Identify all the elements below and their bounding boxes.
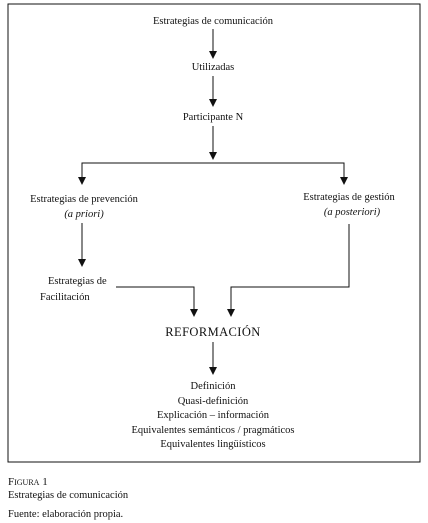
arrow-management-to-reformulation <box>227 224 350 317</box>
node-reformulation: REFORMACIÓN <box>165 325 260 339</box>
node-facilitation-line1: Estrategias de <box>48 276 107 287</box>
diagram-frame <box>7 3 421 463</box>
branch-split-line <box>81 162 345 174</box>
node-facilitation-line2: Facilitación <box>40 292 90 303</box>
outcome-item: Definición <box>191 381 237 392</box>
outcome-item: Quasi-definición <box>178 396 249 407</box>
outcome-item: Explicación – información <box>157 410 270 421</box>
figure-label: Figura 1 <box>8 476 48 488</box>
outcome-item: Equivalentes lingüísticos <box>160 439 265 450</box>
node-prevention-strategies: Estrategias de prevención <box>30 194 139 205</box>
node-prevention-note: (a priori) <box>64 209 104 220</box>
arrow-facilitation-to-reformulation <box>116 286 198 317</box>
node-used: Utilizadas <box>192 62 235 73</box>
figure-title: Estrategias de comunicación <box>8 490 129 501</box>
node-management-strategies: Estrategias de gestión <box>303 192 395 203</box>
node-participant: Participante N <box>183 112 244 123</box>
outcomes-list: Definición Quasi-definición Explicación … <box>132 381 295 450</box>
node-management-note: (a posteriori) <box>324 207 381 218</box>
figure-source: Fuente: elaboración propia. <box>8 509 124 520</box>
outcome-item: Equivalentes semánticos / pragmáticos <box>132 425 295 436</box>
node-communication-strategies: Estrategias de comunicación <box>153 16 274 27</box>
